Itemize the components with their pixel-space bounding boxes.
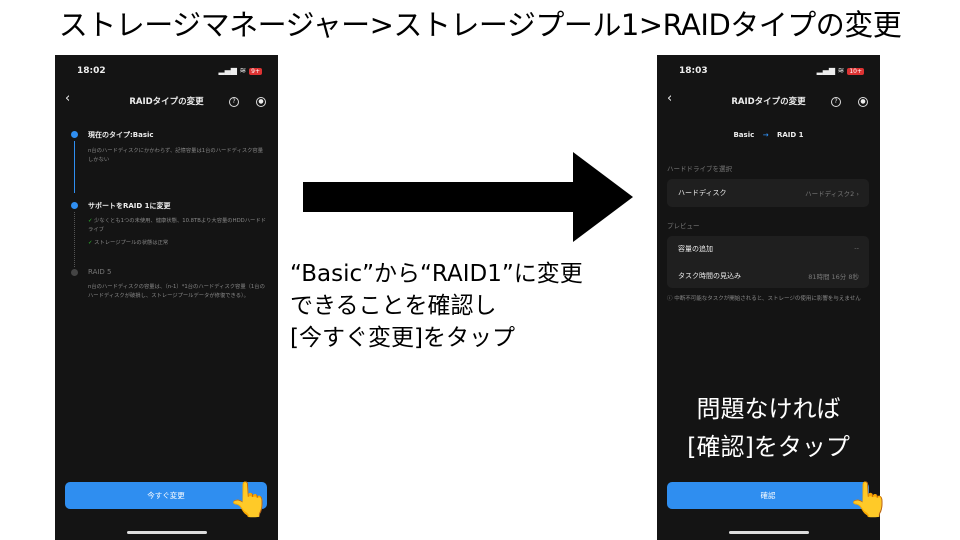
caption-line: “Basic”から“RAID1”に変更 [290, 261, 583, 287]
overlay-caption: 問題なければ [確認]をタップ [657, 390, 880, 466]
step-dot-current [71, 131, 78, 138]
raid-to: RAID 1 [777, 131, 804, 139]
page-title: ストレージマネージャー>ストレージプール1>RAIDタイプの変更 [58, 8, 902, 42]
home-indicator [127, 531, 207, 534]
check-text: ストレージプールの状態は正常 [94, 240, 169, 246]
preview-card: 容量の追加 -- タスク時間の見込み 81時間 16分 8秒 [667, 236, 869, 288]
raid-transition: Basic → RAID 1 [657, 131, 880, 139]
drive-label: ハードディスク [678, 189, 727, 197]
drive-value: ハードディスク2 › [805, 188, 859, 198]
check-icon: ✓ [88, 218, 95, 224]
tap-hand-icon: 👆 [848, 480, 891, 520]
check-item: ✓ ストレージプールの状態は正常 [88, 239, 266, 248]
step-current-label: 現在のタイプ:Basic [88, 131, 154, 139]
nav-title: RAIDタイプの変更 [129, 97, 204, 107]
section-drive-label: ハードドライブを選択 [667, 165, 732, 173]
step-line-dotted [74, 212, 75, 267]
step-raid5-desc: n台のハードディスクの容量は、（n-1）*1台のハードディスク容量（1台のハード… [88, 284, 265, 299]
section-preview-label: プレビュー [667, 222, 700, 230]
status-icons: ▂▄▆ ≋9+ [218, 66, 262, 75]
step-current-desc: n台のハードディスクにかかわらず、記憶容量は1台のハードディスク容量しかない [88, 148, 264, 163]
check-item: ✓ 少なくとも1つの未使用、健康状態、10.8TBより大容量のHDDハードドライ… [88, 217, 266, 235]
home-indicator [729, 531, 809, 534]
right-phone-screen: 18:03 ▂▄▆ ≋10+ ‹ RAIDタイプの変更 ? ● Basic → … [657, 55, 880, 540]
warning-message: 中断不可能なタスクが開始されると、ストレージの使用に影響を与えません [674, 296, 861, 302]
confirm-button[interactable]: 確認 [667, 482, 869, 509]
step-dot-raid5 [71, 269, 78, 276]
capacity-value: -- [854, 244, 859, 252]
settings-icon[interactable]: ● [858, 97, 868, 107]
arrow-right-icon: → [762, 131, 769, 139]
drive-value-text: ハードディスク2 [805, 190, 855, 198]
check-text: 少なくとも1つの未使用、健康状態、10.8TBより大容量のHDDハードドライブ [88, 218, 266, 233]
instruction-caption: “Basic”から“RAID1”に変更 できることを確認し [今すぐ変更]をタッ… [290, 258, 583, 354]
step-raid1-label: サポートをRAID 1に変更 [88, 202, 171, 210]
battery-level: 9+ [249, 68, 262, 75]
back-icon[interactable]: ‹ [65, 91, 71, 106]
status-icons: ▂▄▆ ≋10+ [816, 66, 864, 75]
nav-title: RAIDタイプの変更 [731, 97, 806, 107]
left-phone-screen: 18:02 ▂▄▆ ≋9+ ‹ RAIDタイプの変更 ? ● 現在のタイプ:Ba… [55, 55, 278, 540]
drive-select-row[interactable]: ハードディスク ハードディスク2 › [667, 179, 869, 207]
overlay-line: 問題なければ [696, 395, 841, 423]
step-dot-raid1 [71, 202, 78, 209]
battery-level: 10+ [847, 68, 864, 75]
caption-line: [今すぐ変更]をタップ [290, 325, 515, 351]
capacity-label: 容量の追加 [678, 245, 713, 253]
check-icon: ✓ [88, 240, 95, 246]
change-now-button[interactable]: 今すぐ変更 [65, 482, 267, 509]
settings-icon[interactable]: ● [256, 97, 266, 107]
back-icon[interactable]: ‹ [667, 91, 673, 106]
big-arrow-icon [303, 152, 633, 242]
help-icon[interactable]: ? [229, 97, 239, 107]
info-icon: ⓘ [667, 296, 675, 302]
tap-hand-icon: 👆 [228, 480, 271, 520]
step-raid5-label: RAID 5 [88, 268, 112, 276]
warning-text: ⓘ 中断不可能なタスクが開始されると、ストレージの使用に影響を与えません [667, 295, 872, 304]
overlay-line: [確認]をタップ [687, 433, 850, 461]
chevron-right-icon: › [856, 190, 859, 198]
caption-line: できることを確認し [290, 293, 497, 319]
time-label: タスク時間の見込み [678, 272, 741, 280]
help-icon[interactable]: ? [831, 97, 841, 107]
status-time: 18:02 [77, 66, 106, 76]
time-value: 81時間 16分 8秒 [808, 273, 859, 281]
status-time: 18:03 [679, 66, 708, 76]
raid-from: Basic [733, 131, 755, 139]
step-line [74, 141, 75, 193]
